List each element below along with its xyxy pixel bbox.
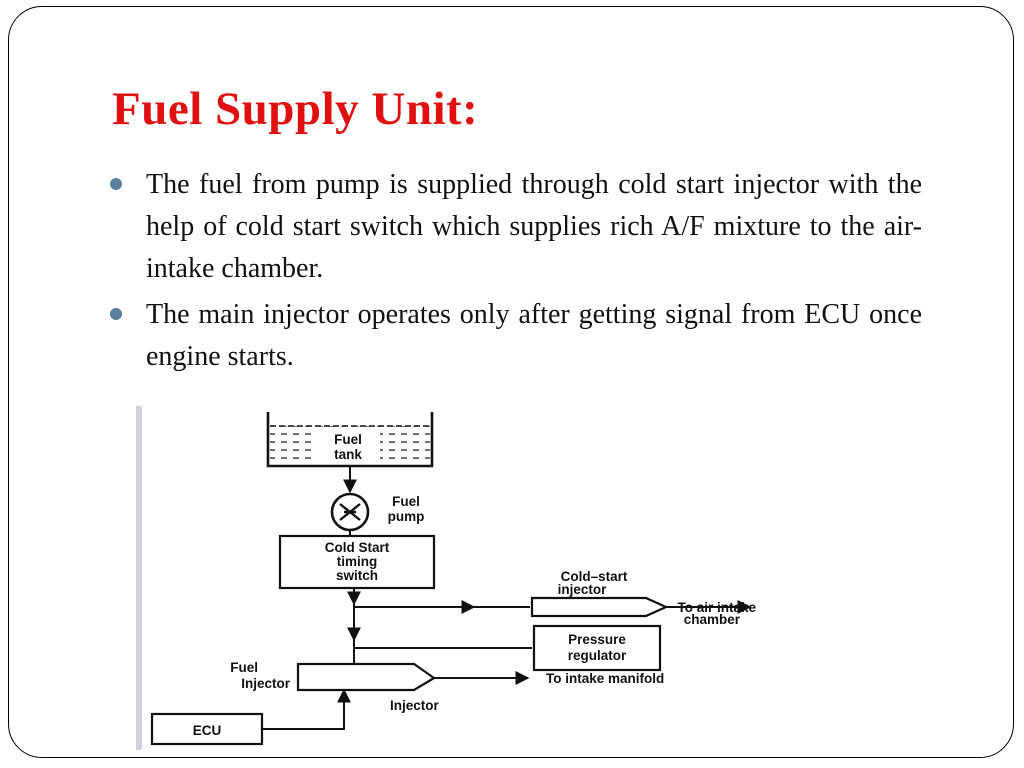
- regulator-label-2: regulator: [568, 648, 627, 663]
- switch-label-3: switch: [336, 568, 378, 583]
- tank-label-2: tank: [334, 447, 362, 462]
- ecu-box: ECU: [150, 712, 264, 746]
- fuel-pump: Fuel pump: [330, 492, 425, 532]
- tank-label-1: Fuel: [334, 432, 362, 447]
- regulator-label-1: Pressure: [568, 632, 626, 647]
- bullet-text: The fuel from pump is supplied through c…: [146, 169, 922, 284]
- fuel-system-diagram: Fuel tank Fuel pump Cold Start timing sw…: [136, 406, 756, 750]
- slide-title: Fuel Supply Unit:: [112, 83, 479, 135]
- bullet-list: The fuel from pump is supplied through c…: [104, 164, 922, 382]
- ecu-label: ECU: [193, 723, 222, 738]
- bullet-item: The main injector operates only after ge…: [104, 294, 922, 378]
- switch-label-2: timing: [337, 554, 378, 569]
- cold-injector-label-1: Cold–start: [561, 569, 628, 584]
- fuel-injector-label-1: Fuel: [230, 660, 258, 675]
- pressure-regulator: Pressure regulator: [532, 624, 662, 672]
- bullet-text: The main injector operates only after ge…: [146, 299, 922, 372]
- bullet-icon: [110, 308, 122, 320]
- switch-label-1: Cold Start: [325, 540, 390, 555]
- air-intake-label-2: chamber: [684, 612, 741, 627]
- fuel-tank: Fuel tank: [266, 412, 434, 468]
- bullet-item: The fuel from pump is supplied through c…: [104, 164, 922, 290]
- cold-injector-label-2: injector: [558, 582, 608, 597]
- diagram-svg: Fuel tank Fuel pump Cold Start timing sw…: [136, 406, 756, 750]
- pump-label-2: pump: [388, 509, 425, 524]
- air-intake-label-1: To air intake: [677, 600, 756, 615]
- scan-edge: [136, 406, 142, 750]
- injector-label: Injector: [390, 698, 440, 713]
- fuel-injector-label-2: Injector: [241, 676, 291, 691]
- ecu-signal-arrow: [262, 688, 351, 730]
- fuel-injector: Fuel Injector: [230, 660, 437, 692]
- cold-start-injector: Cold–start injector: [530, 569, 669, 618]
- intake-manifold-label: To intake manifold: [546, 671, 664, 686]
- bullet-icon: [110, 178, 122, 190]
- cold-start-timing-switch: Cold Start timing switch: [278, 534, 436, 590]
- pump-label-1: Fuel: [392, 494, 420, 509]
